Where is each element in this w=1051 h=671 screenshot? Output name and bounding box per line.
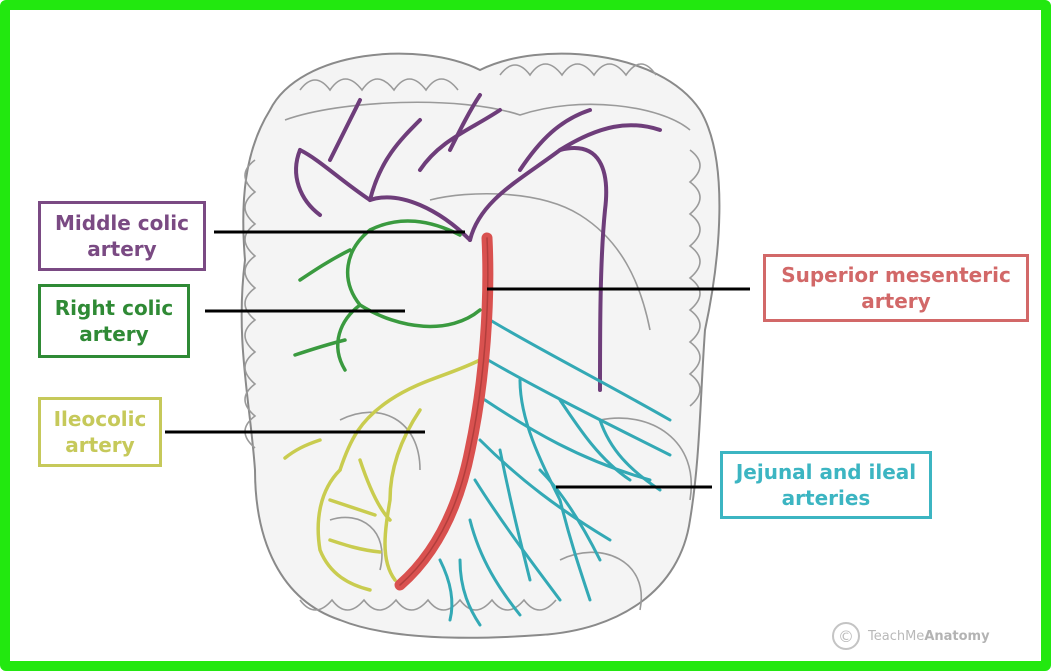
label-middle-colic-line2: artery <box>41 236 203 262</box>
label-jejunal-ileal-line2: arteries <box>723 485 929 511</box>
label-right-colic-line2: artery <box>41 321 187 347</box>
label-superior-mesenteric-line2: artery <box>766 288 1026 314</box>
label-jejunal-ileal-line1: Jejunal and ileal <box>723 459 929 485</box>
label-right-colic-line1: Right colic <box>41 295 187 321</box>
label-ileocolic-line2: artery <box>41 432 159 458</box>
label-right-colic-artery: Right colic artery <box>38 284 190 358</box>
label-ileocolic-line1: Ileocolic <box>41 406 159 432</box>
label-middle-colic-line1: Middle colic <box>41 210 203 236</box>
label-superior-mesenteric-line1: Superior mesenteric <box>766 262 1026 288</box>
label-ileocolic-artery: Ileocolic artery <box>38 397 162 467</box>
label-middle-colic-artery: Middle colic artery <box>38 201 206 271</box>
label-superior-mesenteric-artery: Superior mesenteric artery <box>763 254 1029 322</box>
label-jejunal-ileal-arteries: Jejunal and ileal arteries <box>720 451 932 519</box>
watermark-prefix: TeachMe <box>868 629 924 644</box>
watermark-brand: Anatomy <box>924 629 989 644</box>
watermark-text: TeachMeAnatomy <box>868 629 990 644</box>
copyright-icon: © <box>832 622 860 650</box>
teachmeanatomy-watermark: © TeachMeAnatomy <box>832 622 990 650</box>
